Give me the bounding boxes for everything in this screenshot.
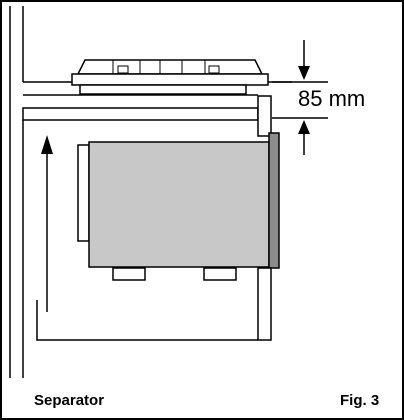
dimension-arrow-top-head bbox=[298, 66, 310, 80]
airflow-arrow-head bbox=[41, 135, 53, 154]
oven-rear-rail bbox=[77, 144, 90, 242]
hob-knob bbox=[117, 65, 129, 74]
oven-body bbox=[88, 141, 270, 268]
cabinet-front-upper bbox=[257, 95, 272, 137]
hob-knob bbox=[208, 65, 220, 74]
cabinet-front-lower bbox=[257, 267, 272, 341]
oven-front-panel bbox=[268, 132, 280, 269]
hob-top bbox=[76, 59, 264, 75]
floor-line bbox=[36, 300, 258, 341]
figure-number: Fig. 3 bbox=[340, 392, 380, 409]
caption-title: Separator bbox=[34, 392, 105, 409]
hob-burner-base bbox=[79, 84, 247, 95]
oven-foot bbox=[203, 267, 237, 281]
oven-foot bbox=[112, 267, 146, 281]
separator-shelf bbox=[22, 107, 259, 121]
dimension-label: 85 mm bbox=[298, 86, 366, 111]
hob-body bbox=[71, 73, 269, 86]
dimension-arrow-bottom-head bbox=[298, 120, 310, 134]
